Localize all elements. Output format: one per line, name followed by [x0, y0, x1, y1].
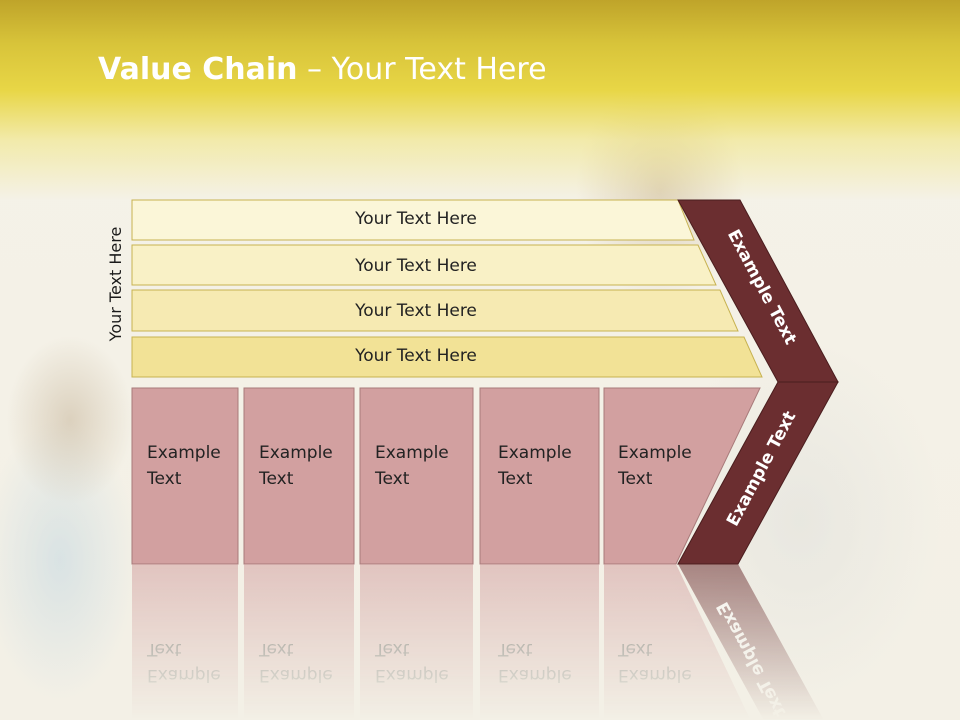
bar-1[interactable] — [131, 199, 695, 241]
box-2-line1: Example — [259, 443, 333, 463]
bar-3[interactable] — [131, 289, 739, 332]
reflection: Example Text Example Text Example Text Exam… — [0, 564, 960, 720]
reflect-box-4-line2: Text — [498, 639, 533, 659]
box-2-line2: Text — [259, 469, 294, 489]
activity-box-1[interactable] — [131, 387, 239, 565]
reflect-box-2-line1: Example — [259, 665, 333, 685]
bar-2[interactable] — [131, 244, 717, 286]
reflect-box-2-line2: Text — [259, 639, 294, 659]
box-3-line2: Text — [375, 469, 410, 489]
header-band — [0, 0, 960, 200]
box-5-line1: Example — [618, 443, 692, 463]
title-rest: – Your Text Here — [297, 52, 547, 87]
box-4-line2: Text — [498, 469, 533, 489]
box-3-line1: Example — [375, 443, 449, 463]
activity-box-3[interactable] — [359, 387, 474, 565]
box-1-line1: Example — [147, 443, 221, 463]
reflect-box-5: Example Text — [618, 636, 708, 688]
reflect-box-3: Example Text — [375, 636, 465, 688]
reflect-box-2: Example Text — [259, 636, 349, 688]
reflect-box-3-line2: Text — [375, 639, 410, 659]
activity-box-4[interactable] — [479, 387, 600, 565]
bar-2-label: Your Text Here — [355, 256, 477, 276]
activity-box-2[interactable] — [243, 387, 355, 565]
reflect-box-1: Example Text — [147, 636, 237, 688]
reflect-box-4: Example Text — [498, 636, 588, 688]
reflect-box-1-line2: Text — [147, 639, 182, 659]
reflect-box-5-line2: Text — [618, 639, 653, 659]
reflect-box-5-line1: Example — [618, 665, 692, 685]
slide-title: Value Chain – Your Text Here — [98, 52, 547, 87]
box-4-line1: Example — [498, 443, 572, 463]
bar-3-label: Your Text Here — [355, 301, 477, 321]
reflect-box-1-line1: Example — [147, 665, 221, 685]
box-5-line2: Text — [618, 469, 653, 489]
bar-1-label: Your Text Here — [355, 209, 477, 229]
box-1-line2: Text — [147, 469, 182, 489]
bar-4-label: Your Text Here — [355, 346, 477, 366]
reflect-box-3-line1: Example — [375, 665, 449, 685]
bar-4[interactable] — [131, 336, 763, 378]
title-bold: Value Chain — [98, 52, 298, 87]
reflect-box-4-line1: Example — [498, 665, 572, 685]
